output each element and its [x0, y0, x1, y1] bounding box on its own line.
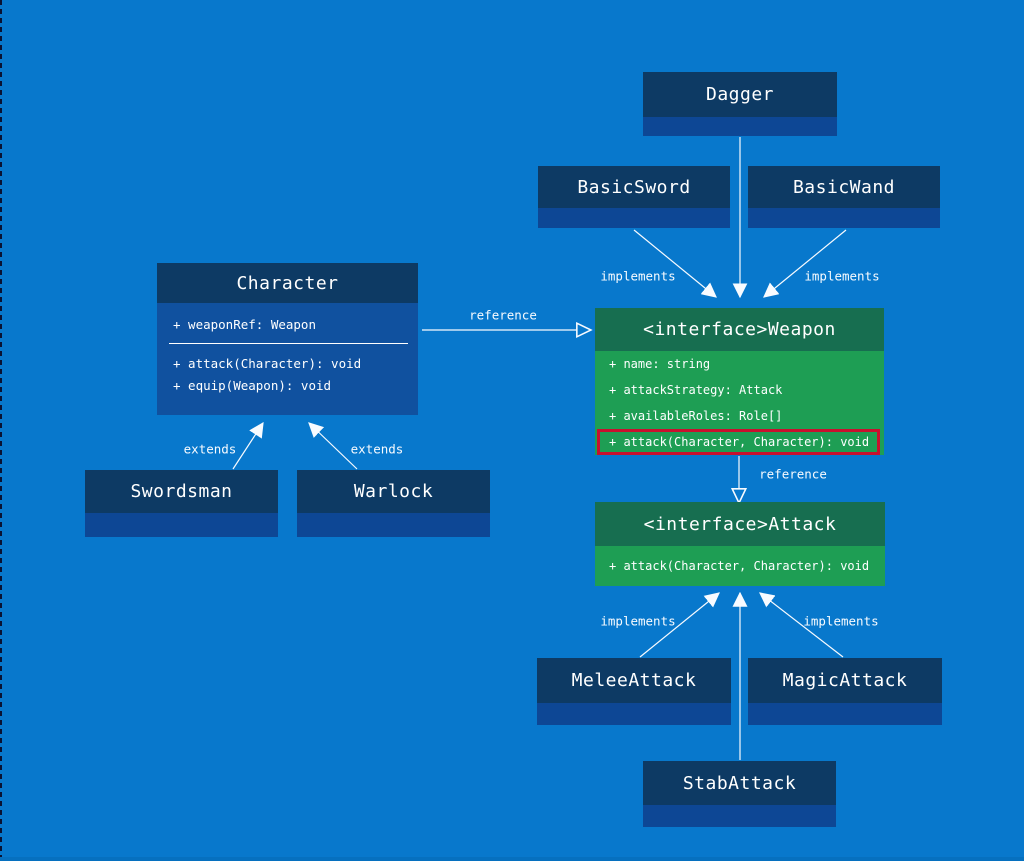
- class-body-strip: [538, 208, 730, 228]
- edge-implements-basicsword-weapon: [633, 229, 717, 298]
- class-title: BasicWand: [748, 166, 940, 208]
- class-member-section: + weaponRef: Weapon + attack(Character):…: [157, 303, 418, 415]
- left-edge-artifact: [0, 0, 2, 861]
- edge-implements-basicwand-weapon: [763, 229, 847, 298]
- interface-member-section: + name: string + attackStrategy: Attack …: [595, 351, 884, 455]
- interface-member-section: + attack(Character, Character): void: [595, 546, 885, 586]
- interface-member: + name: string: [609, 357, 711, 371]
- highlighted-interface-member: + attack(Character, Character): void: [597, 429, 880, 455]
- class-basicsword: BasicSword: [538, 166, 730, 228]
- class-title: Dagger: [643, 72, 837, 117]
- class-body-strip: [643, 805, 836, 827]
- class-body-strip: [748, 208, 940, 228]
- class-title: MagicAttack: [748, 658, 942, 703]
- class-title: MeleeAttack: [537, 658, 731, 703]
- class-body-strip: [748, 703, 942, 725]
- interface-weapon: <interface>Weapon + name: string + attac…: [595, 308, 884, 455]
- class-title: Character: [157, 263, 418, 303]
- edge-extends-swordsman-character: [232, 421, 264, 470]
- member-divider: [169, 343, 408, 344]
- interface-member: + availableRoles: Role[]: [609, 409, 783, 423]
- class-body-strip: [537, 703, 731, 725]
- class-body-strip: [85, 513, 278, 537]
- interface-title: <interface>Weapon: [595, 308, 884, 351]
- class-method: + attack(Character): void: [173, 356, 362, 371]
- class-magicattack: MagicAttack: [748, 658, 942, 725]
- class-warlock: Warlock: [297, 470, 490, 537]
- class-title: StabAttack: [643, 761, 836, 805]
- class-dagger: Dagger: [643, 72, 837, 136]
- class-title: Swordsman: [85, 470, 278, 513]
- class-basicwand: BasicWand: [748, 166, 940, 228]
- edge-label-reference-character-weapon: reference: [469, 307, 537, 323]
- interface-attack: <interface>Attack + attack(Character, Ch…: [595, 502, 885, 586]
- class-attribute: + weaponRef: Weapon: [173, 317, 316, 332]
- edge-label-implements-top-right: implements: [804, 268, 880, 284]
- class-meleeattack: MeleeAttack: [537, 658, 731, 725]
- edge-label-implements-top-left: implements: [600, 268, 676, 284]
- interface-member: + attack(Character, Character): void: [609, 559, 870, 573]
- edge-label-implements-bottom-right: implements: [803, 613, 879, 629]
- edge-label-extends-right: extends: [350, 441, 404, 457]
- class-title: BasicSword: [538, 166, 730, 208]
- bottom-edge-artifact: [0, 857, 1024, 861]
- interface-title: <interface>Attack: [595, 502, 885, 546]
- edge-label-extends-left: extends: [183, 441, 237, 457]
- class-body-strip: [297, 513, 490, 537]
- edge-label-reference-weapon-attack: reference: [759, 466, 827, 482]
- class-stabattack: StabAttack: [643, 761, 836, 827]
- class-title: Warlock: [297, 470, 490, 513]
- edge-label-implements-bottom-left: implements: [600, 613, 676, 629]
- class-body-strip: [643, 117, 837, 136]
- class-swordsman: Swordsman: [85, 470, 278, 537]
- class-method: + equip(Weapon): void: [173, 378, 332, 393]
- class-character: Character + weaponRef: Weapon + attack(C…: [157, 263, 418, 415]
- interface-member: + attackStrategy: Attack: [609, 383, 783, 397]
